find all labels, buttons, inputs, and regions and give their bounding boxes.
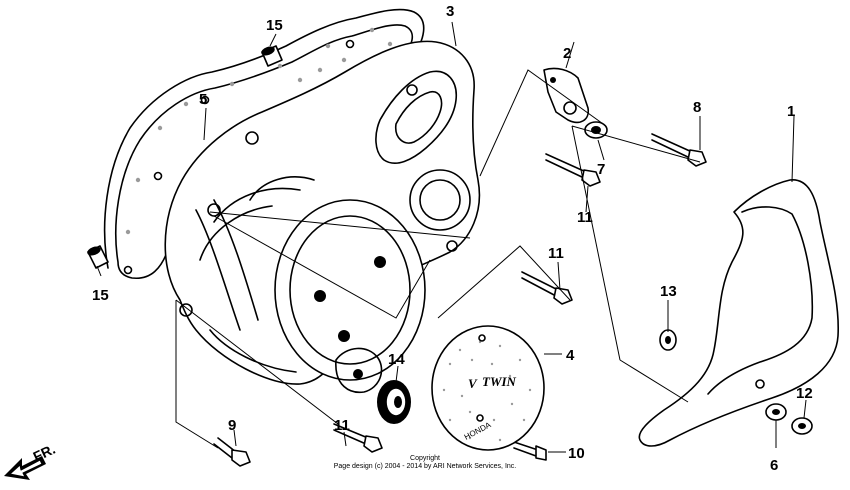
- part-cover-badge[interactable]: V TWIN HONDA: [431, 325, 545, 451]
- part-oil-seal[interactable]: [377, 380, 411, 424]
- part-bolt-10[interactable]: [513, 441, 547, 461]
- callout-2: 2: [563, 45, 571, 62]
- callout-15-left: 15: [92, 287, 109, 304]
- callout-9: 9: [228, 417, 236, 434]
- front-direction-arrow: FR.: [4, 441, 58, 480]
- part-bracket[interactable]: [543, 67, 590, 124]
- copyright-line-2: Page design (c) 2004 - 2014 by ARI Netwo…: [334, 463, 517, 470]
- part-collar-12[interactable]: [791, 417, 813, 435]
- callout-4: 4: [566, 347, 575, 364]
- callout-12: 12: [796, 385, 813, 402]
- part-bolt-11-lower[interactable]: [333, 423, 383, 453]
- callout-14: 14: [388, 351, 405, 368]
- part-bolt-11-upper[interactable]: [545, 153, 601, 187]
- part-dowel-pin-left[interactable]: [86, 245, 109, 269]
- badge-v: V: [468, 376, 478, 391]
- copyright-line-1: Copyright: [410, 455, 440, 462]
- callout-11-lower: 11: [334, 417, 350, 434]
- callout-15-top: 15: [266, 17, 283, 34]
- part-bolt-9[interactable]: [213, 437, 251, 467]
- part-dowel-pin-top[interactable]: [260, 45, 283, 67]
- part-bolt-11-middle[interactable]: [521, 271, 573, 305]
- part-guard-plate[interactable]: [638, 179, 840, 447]
- callout-6: 6: [770, 457, 778, 474]
- callout-11-upper: 11: [577, 209, 593, 226]
- badge-word: TWIN: [482, 374, 517, 389]
- front-direction-label: FR.: [31, 441, 58, 465]
- part-collar-6[interactable]: [765, 403, 787, 421]
- callout-13: 13: [660, 283, 677, 300]
- callout-11-middle: 11: [548, 245, 564, 262]
- callout-8: 8: [693, 99, 701, 116]
- part-crankcase-cover[interactable]: [164, 40, 481, 394]
- callout-3: 3: [446, 3, 454, 20]
- assembly-lines: [96, 21, 807, 453]
- callout-5: 5: [199, 91, 207, 108]
- callout-7: 7: [597, 161, 605, 178]
- callout-1: 1: [787, 103, 795, 120]
- part-collar-13[interactable]: [659, 329, 677, 351]
- callout-10: 10: [568, 445, 585, 462]
